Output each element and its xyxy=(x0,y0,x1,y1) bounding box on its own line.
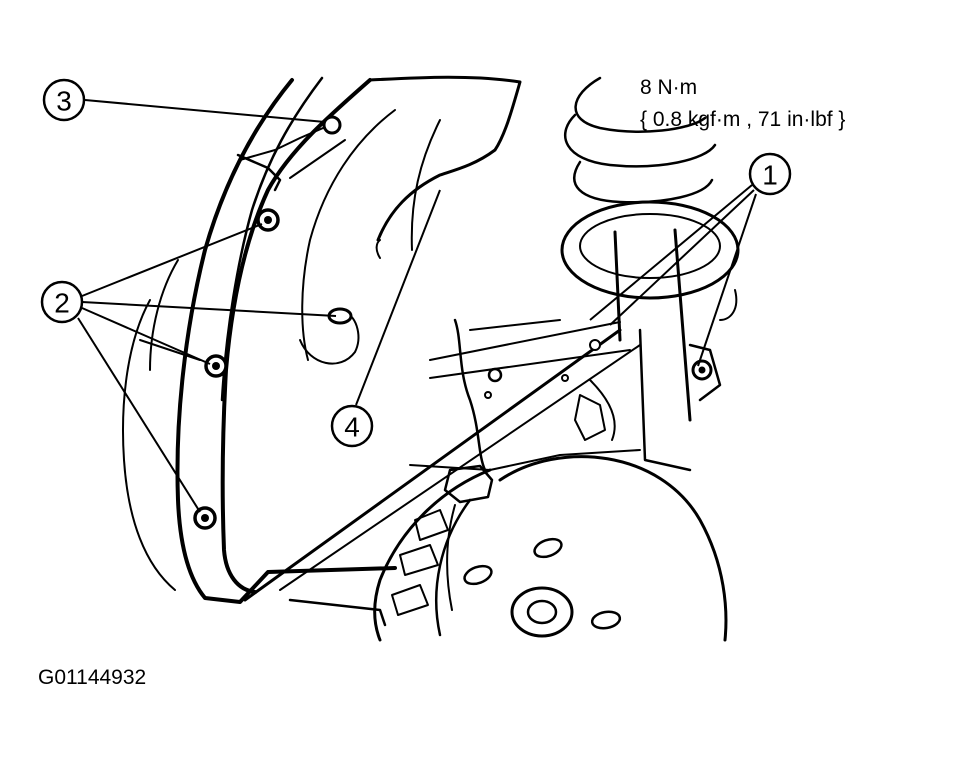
frame-members xyxy=(243,318,641,602)
callout-1: 1 xyxy=(748,152,792,196)
bolt-upper-left xyxy=(256,208,280,232)
callout-2: 2 xyxy=(40,280,84,324)
torque-spec-metric: 8 N·m xyxy=(640,76,698,99)
torque-spec-conversions: { 0.8 kgf·m , 71 in·lbf } xyxy=(640,108,846,131)
leader-lines xyxy=(77,99,757,513)
callout-3-label: 3 xyxy=(56,86,72,117)
bolt-frame-right xyxy=(691,359,713,381)
splash-shield xyxy=(122,75,522,627)
callout-3: 3 xyxy=(42,78,86,122)
callout-2-label: 2 xyxy=(54,288,70,319)
bolt-middle-left xyxy=(204,354,228,378)
fasteners xyxy=(193,115,713,530)
callout-4: 4 xyxy=(330,404,374,448)
callout-1-label: 1 xyxy=(762,160,778,191)
wheel-hub xyxy=(373,455,728,642)
bolt-lower-left xyxy=(193,506,217,530)
bolt-top xyxy=(322,115,342,135)
strut-assembly xyxy=(560,76,740,472)
figure-id: G01144932 xyxy=(38,666,147,689)
callout-4-label: 4 xyxy=(344,412,360,443)
